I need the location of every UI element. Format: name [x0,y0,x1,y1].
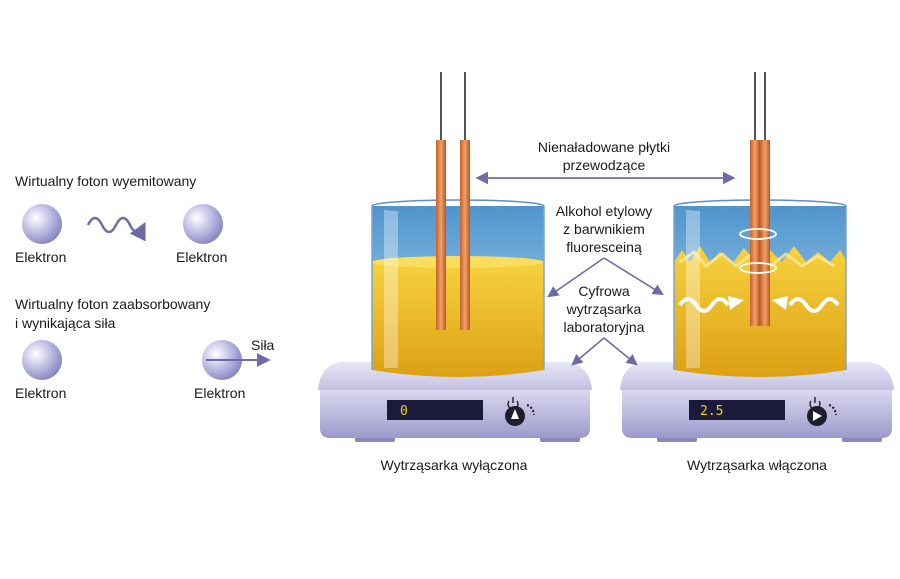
glass-reflection [686,210,700,368]
liquid [372,262,544,377]
beaker-walls [371,206,545,370]
glass-reflection [384,210,398,368]
alcohol-label-line2: z barwnikiem [563,221,645,237]
shaker-label-line1: Cyfrowa [578,283,630,299]
rotation-arrow-icon [739,228,777,240]
power-icon [507,397,519,410]
electron-label-4: Elektron [194,385,245,401]
force-label: Siła [251,337,275,353]
speed-scale-icon [828,404,837,416]
digital-display [387,400,483,420]
speed-scale-icon [526,404,535,416]
display-value: 0 [400,404,408,419]
conductive-plate [750,140,760,326]
absorbed-title-line2: i wynikająca siła [15,315,116,331]
plates-label-line2: przewodzące [563,157,646,173]
electron-static [22,340,62,380]
conductive-plate [460,140,470,330]
shaker-pointer-left [571,337,605,366]
alcohol-label-line1: Alkohol etylowy [556,203,653,219]
alcohol-pointer-left [547,257,605,298]
beaker-walls [673,206,847,370]
electron-label-3: Elektron [15,385,66,401]
arrowhead-icon [728,296,744,310]
left-beaker [371,199,545,377]
knob-pointer-icon [511,409,519,419]
conductive-plate [760,140,770,326]
electron-receiver [183,204,223,244]
right-shaker-caption: Wytrząsarka włączona [687,457,827,473]
shaker-label-line2: wytrząsarka [566,301,642,317]
emitted-title: Wirtualny foton wyemitowany [15,173,196,189]
virtual-photon-wave-icon [86,216,146,242]
incoming-wave-left-icon [678,297,730,313]
absorbed-title-line1: Wirtualny foton zaabsorbowany [15,296,210,312]
display-value: 2.5 [700,404,723,419]
electron-label-2: Elektron [176,249,227,265]
alcohol-label-line3: fluoresceiną [566,239,642,255]
incoming-wave-right-icon [788,297,840,313]
digital-display [689,400,785,420]
shaker-pointer-right [603,337,638,366]
conductive-plate [436,140,446,330]
right-plates [678,72,840,326]
electron-emitter [22,204,62,244]
left-plates [436,72,470,330]
shaker-label-line3: laboratoryjna [564,319,645,335]
left-shaker-caption: Wytrząsarka wyłączona [381,457,528,473]
alcohol-pointer-right [603,257,664,296]
knob-pointer-icon [813,411,822,421]
electron-label-1: Elektron [15,249,66,265]
liquid-surface [372,256,544,268]
plates-label-line1: Nienaładowane płytki [538,139,670,155]
power-icon [809,397,821,410]
rotation-arrow-icon [739,262,777,274]
arrowhead-icon [772,296,788,310]
